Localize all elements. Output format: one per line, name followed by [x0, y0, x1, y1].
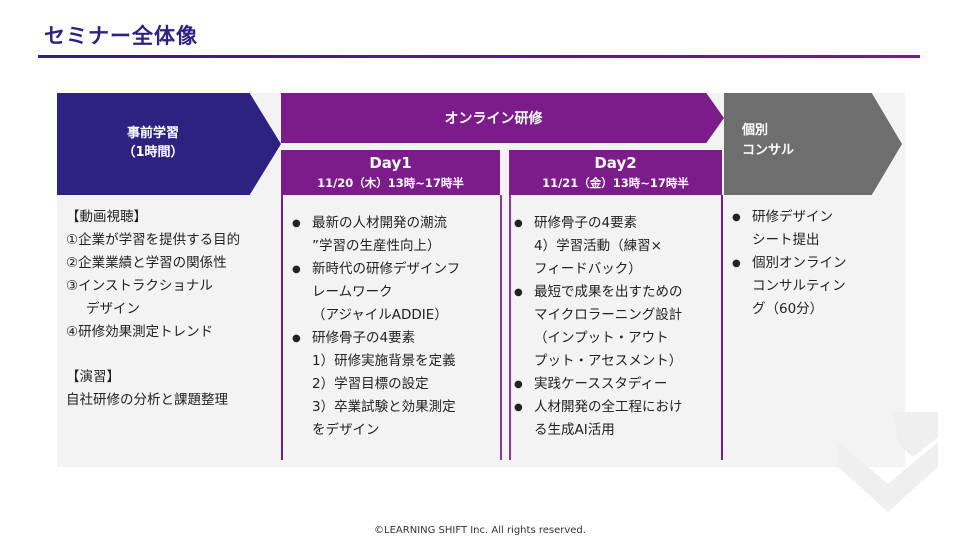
day2-date: 11/21（金）13時~17時半 — [542, 176, 689, 190]
list-item: グ（60分） — [752, 301, 824, 317]
divider-line — [509, 195, 511, 460]
list-item: プット・アセスメント） — [534, 353, 683, 369]
list-item: 研修骨子の4要素 — [292, 327, 492, 350]
list-item: 【動画視聴】 — [66, 209, 147, 225]
list-item: 最短で成果を出すための — [514, 281, 719, 304]
day2-content: 研修骨子の4要素 4）学習活動（練習× フィードバック） 最短で成果を出すための… — [514, 212, 719, 442]
day2-header: Day2 11/21（金）13時~17時半 — [509, 150, 722, 195]
day1-content: 最新の人材開発の潮流 ”学習の生産性向上） 新時代の研修デザインフ レームワーク… — [292, 212, 492, 442]
list-item: デザイン — [86, 301, 140, 317]
list-item: ”学習の生産性向上） — [312, 238, 441, 254]
list-item: る生成AI活用 — [534, 422, 615, 438]
online-training-title: オンライン研修 — [444, 111, 543, 127]
list-item: ④研修効果測定トレンド — [66, 324, 214, 340]
list-item: 最新の人材開発の潮流 — [292, 212, 492, 235]
copyright-footer: ©LEARNING SHIFT Inc. All rights reserved… — [374, 525, 586, 536]
list-item: 実践ケーススタディー — [514, 373, 719, 396]
list-item: 新時代の研修デザインフ — [292, 258, 492, 281]
list-item: シート提出 — [752, 232, 820, 248]
list-item: （インプット・アウト — [534, 330, 669, 346]
slide-title: セミナー全体像 — [44, 24, 198, 48]
list-item: 2）学習目標の設定 — [312, 376, 429, 392]
list-item: 研修デザイン — [732, 206, 897, 229]
list-item: 4）学習活動（練習× — [534, 238, 662, 254]
divider-line — [281, 195, 283, 460]
day1-date: 11/20（木）13時~17時半 — [317, 176, 464, 190]
list-item: 1）研修実施背景を定義 — [312, 353, 456, 369]
chevron-watermark-icon — [838, 412, 938, 512]
divider-line — [721, 195, 723, 460]
pre-learning-title: 事前学習 — [126, 126, 179, 141]
day1-label: Day1 — [369, 154, 412, 172]
consult-content: 研修デザイン シート提出 個別オンライン コンサルティン グ（60分） — [732, 206, 897, 321]
list-item: コンサルティン — [752, 278, 846, 294]
day1-header: Day1 11/20（木）13時~17時半 — [281, 150, 500, 195]
list-item: 研修骨子の4要素 — [514, 212, 719, 235]
pre-learning-header: 事前学習 （1時間） — [57, 93, 281, 195]
divider-line — [500, 195, 502, 460]
consult-header: 個別 コンサル — [724, 93, 902, 195]
list-item: レームワーク — [312, 284, 393, 300]
day2-label: Day2 — [594, 154, 637, 172]
list-item: 自社研修の分析と課題整理 — [66, 392, 228, 408]
list-item: 個別オンライン — [732, 252, 897, 275]
online-training-header: オンライン研修 — [281, 93, 724, 143]
list-item: フィードバック） — [534, 261, 642, 277]
list-item: 【演習】 — [66, 369, 120, 385]
consult-title-line1: 個別 — [742, 123, 769, 138]
list-item: マイクロラーニング設計 — [534, 307, 683, 323]
list-item: 人材開発の全工程におけ — [514, 396, 719, 419]
pre-learning-duration: （1時間） — [122, 145, 184, 160]
list-item: ③インストラクショナル — [66, 278, 213, 294]
title-underline — [38, 55, 920, 58]
list-item: （アジャイルADDIE） — [312, 307, 448, 323]
list-item: ①企業が学習を提供する目的 — [66, 232, 241, 248]
pre-learning-content: 【動画視聴】 ①企業が学習を提供する目的 ②企業業績と学習の関係性 ③インストラ… — [66, 206, 280, 412]
list-item: をデザイン — [312, 422, 380, 438]
list-item: 3）卒業試験と効果測定 — [312, 399, 456, 415]
consult-title-line2: コンサル — [742, 143, 795, 158]
list-item: ②企業業績と学習の関係性 — [66, 255, 227, 271]
